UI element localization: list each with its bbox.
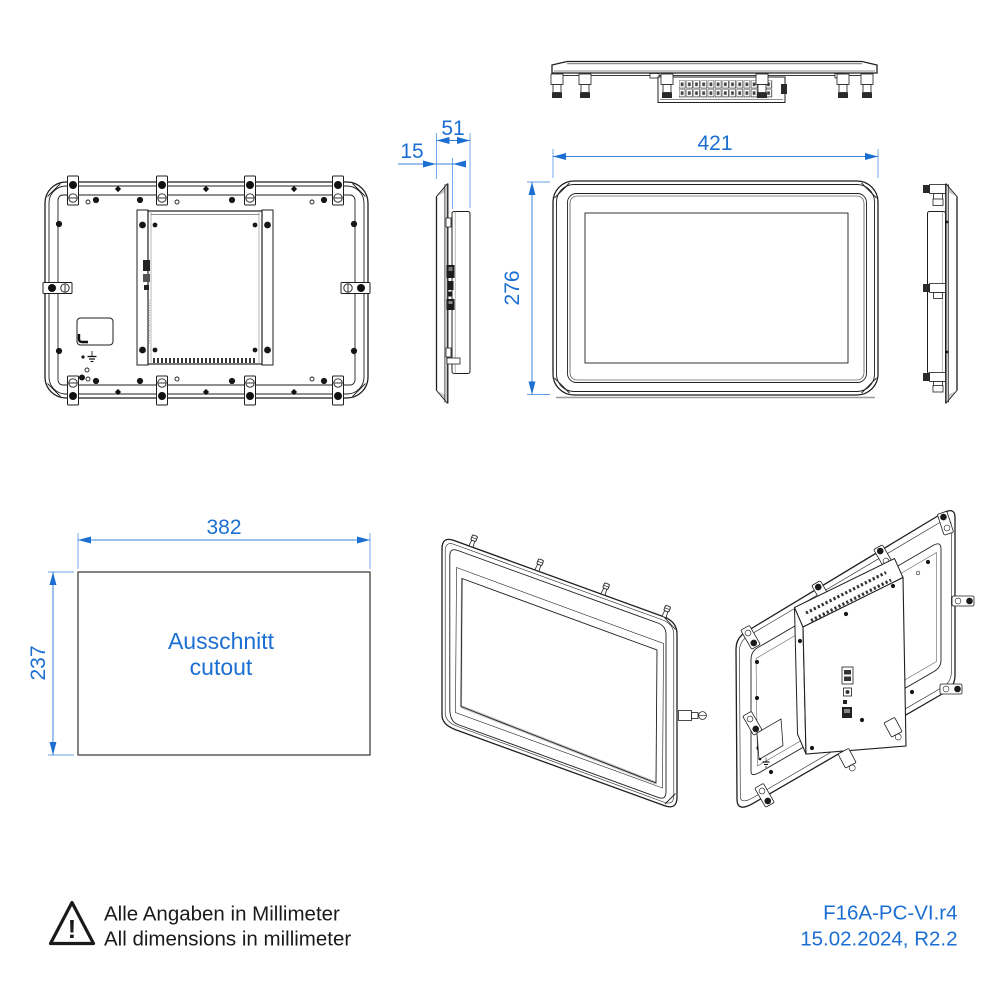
mounting-clamp bbox=[860, 73, 874, 99]
footer: ! Alle Angaben in Millimeter All dimensi… bbox=[48, 900, 958, 951]
side-view-left: 51 15 bbox=[398, 117, 471, 404]
isometric-front-view bbox=[441, 534, 707, 808]
dim-cutout-width: 382 bbox=[77, 516, 371, 569]
mounting-clamp bbox=[922, 184, 946, 200]
mounting-clamp bbox=[340, 282, 371, 294]
mounting-clamp bbox=[755, 73, 769, 99]
label-plate bbox=[76, 317, 114, 346]
mounting-clamp bbox=[550, 73, 564, 99]
dim-label-15: 15 bbox=[400, 140, 423, 163]
rear-screws bbox=[754, 559, 931, 775]
label-plate bbox=[756, 718, 784, 761]
mounting-screw bbox=[534, 558, 545, 572]
mounting-clamp bbox=[836, 73, 850, 99]
mounting-clamp bbox=[156, 375, 168, 406]
side-connector bbox=[781, 84, 787, 94]
mounting-clamp bbox=[156, 175, 168, 206]
mounting-clamp bbox=[244, 175, 256, 206]
side-connectors bbox=[446, 265, 455, 310]
ground-symbol bbox=[758, 757, 770, 768]
side-io bbox=[143, 260, 150, 271]
vent-grid bbox=[810, 578, 892, 622]
display-area bbox=[460, 577, 658, 784]
mounting-screw bbox=[661, 604, 672, 619]
part-number: F16A-PC-VI.r4 bbox=[823, 902, 957, 925]
warning-mark: ! bbox=[68, 914, 77, 944]
mounting-clamp bbox=[244, 375, 256, 406]
mounting-clamp bbox=[922, 283, 946, 299]
top-tab bbox=[649, 73, 660, 79]
dim-label-276: 276 bbox=[501, 270, 524, 305]
cutout-rect bbox=[77, 571, 371, 756]
mounting-clamp bbox=[332, 375, 344, 406]
mounting-clamp bbox=[660, 73, 674, 99]
side-io bbox=[143, 274, 150, 282]
mounting-screw bbox=[468, 534, 479, 548]
dim-label-421: 421 bbox=[697, 132, 732, 155]
dim-total-depth: 51 bbox=[436, 117, 471, 208]
pc-module-side bbox=[451, 211, 471, 374]
top-view bbox=[550, 60, 878, 103]
front-view: 421 276 bbox=[501, 132, 879, 399]
mounting-clamp bbox=[332, 175, 344, 206]
mounting-clamp bbox=[939, 683, 963, 695]
mounting-clamp bbox=[67, 175, 79, 206]
cutout-label-de: Ausschnitt bbox=[168, 628, 275, 654]
dim-front-width: 421 bbox=[552, 132, 879, 178]
rear-view bbox=[42, 175, 371, 406]
module-foot bbox=[837, 748, 857, 772]
dim-cutout-height: 237 bbox=[27, 571, 74, 756]
units-note-en: All dimensions in millimeter bbox=[104, 928, 351, 951]
io-port-grid bbox=[679, 80, 773, 99]
ground-symbol bbox=[81, 351, 97, 363]
mounting-screw bbox=[600, 582, 611, 596]
pc-module-rear bbox=[136, 209, 274, 366]
pc-module-iso bbox=[793, 557, 907, 772]
display-area bbox=[584, 212, 849, 364]
dim-label-237: 237 bbox=[27, 645, 50, 680]
warning-triangle-icon bbox=[48, 900, 96, 946]
mounting-clamp bbox=[42, 282, 73, 294]
rear-screws bbox=[55, 196, 358, 385]
side-io bbox=[144, 285, 149, 290]
units-note-de: Alle Angaben in Millimeter bbox=[104, 903, 340, 926]
side-view-right bbox=[922, 183, 958, 404]
vent-grid bbox=[805, 571, 887, 615]
module-foot bbox=[883, 717, 903, 741]
mounting-clamp bbox=[578, 73, 592, 99]
dim-label-382: 382 bbox=[206, 516, 241, 539]
mounting-clamp bbox=[67, 375, 79, 406]
mounting-clamp bbox=[740, 624, 761, 650]
io-connectors bbox=[841, 666, 854, 718]
mounting-screw bbox=[678, 710, 707, 721]
date-revision: 15.02.2024, R2.2 bbox=[800, 928, 957, 951]
panel-cutout: 382 237 Ausschnitt cutout bbox=[27, 516, 371, 756]
dim-front-height: 276 bbox=[501, 181, 550, 395]
dim-label-51: 51 bbox=[441, 117, 464, 140]
cutout-label-en: cutout bbox=[190, 654, 253, 680]
isometric-rear-view bbox=[735, 509, 975, 808]
dim-front-frame-depth: 15 bbox=[398, 140, 466, 209]
mounting-clamp bbox=[951, 595, 975, 607]
